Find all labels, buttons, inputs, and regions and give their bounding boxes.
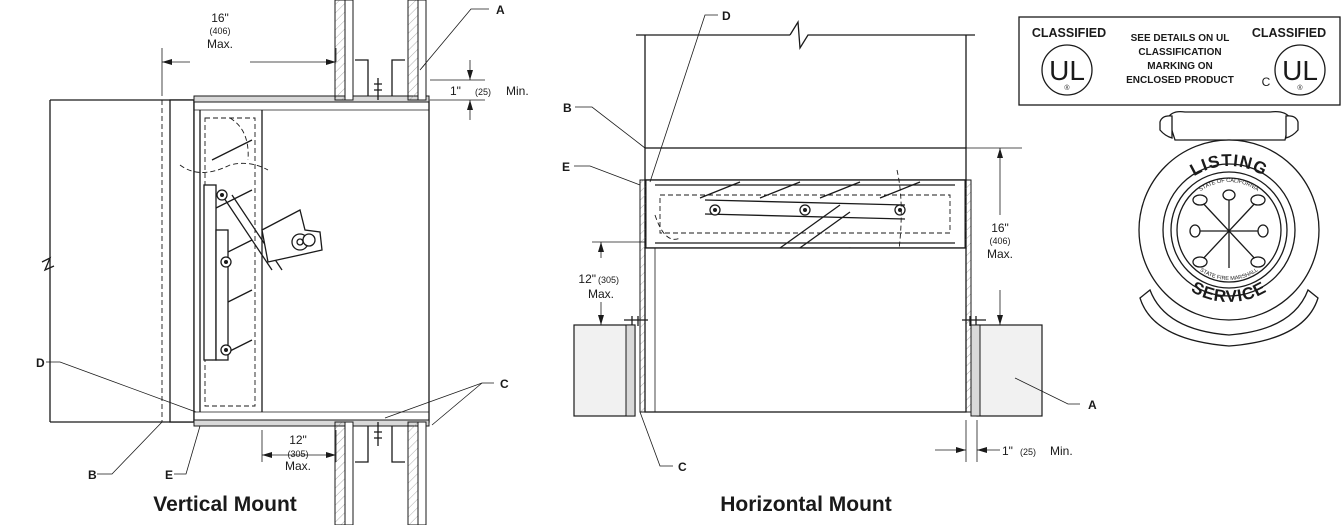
horizontal-dim-right-suffix: Max. xyxy=(987,247,1013,261)
vertical-label-c: C xyxy=(500,377,509,391)
california-state-fire-marshal-seal: LISTING SERVICE STATE OF CALIFORNIA STAT… xyxy=(1138,110,1320,347)
ul-line-2: CLASSIFICATION xyxy=(1138,47,1221,58)
ul-classified-left: CLASSIFIED xyxy=(1032,26,1106,40)
horizontal-label-b: B xyxy=(563,101,572,115)
ul-logo-right: UL ® C xyxy=(1262,44,1326,96)
horizontal-label-a: A xyxy=(1088,398,1097,412)
seal-trumpets-emblem xyxy=(1189,189,1269,268)
ul-line-3: MARKING ON xyxy=(1147,61,1213,72)
vertical-dim-min-suffix: Min. xyxy=(506,84,529,98)
ul-mark-left: UL xyxy=(1049,55,1085,86)
vertical-mount-caption: Vertical Mount xyxy=(153,493,297,516)
vertical-dim-min-mm: (25) xyxy=(475,87,491,97)
vertical-label-d: D xyxy=(36,356,45,370)
ul-logo-left: UL ® xyxy=(1041,44,1093,96)
horizontal-mount-caption: Horizontal Mount xyxy=(720,493,891,516)
horizontal-dim-right-mm: (406) xyxy=(989,236,1010,246)
vertical-dim-bottom-inch: 12" xyxy=(289,433,307,447)
ul-reg-right: ® xyxy=(1297,84,1303,92)
vertical-dim-bottom-suffix: Max. xyxy=(285,459,311,473)
horizontal-dim-right-inch: 16" xyxy=(991,221,1009,235)
ul-line-1: SEE DETAILS ON UL xyxy=(1131,33,1230,44)
vertical-dim-top-mm: (406) xyxy=(209,26,230,36)
horizontal-mount-view: 12" (305) Max. 16" (406) Max. 1" (25) Mi… xyxy=(562,9,1097,516)
ul-classified-right: CLASSIFIED xyxy=(1252,26,1326,40)
horizontal-label-c: C xyxy=(678,460,687,474)
horizontal-label-e: E xyxy=(562,160,570,174)
horizontal-label-d: D xyxy=(722,9,731,23)
horizontal-dim-min-mm: (25) xyxy=(1020,447,1036,457)
vertical-label-a: A xyxy=(496,3,505,17)
vertical-dim-top-inch: 16" xyxy=(211,11,229,25)
ul-mark-right: UL xyxy=(1282,55,1318,86)
ul-line-4: ENCLOSED PRODUCT xyxy=(1126,75,1234,86)
ul-c-mark: C xyxy=(1262,75,1271,89)
horizontal-dim-min-suffix: Min. xyxy=(1050,444,1073,458)
vertical-label-b: B xyxy=(88,468,97,482)
horizontal-dim-left-suffix: Max. xyxy=(588,287,614,301)
ul-classification-box: CLASSIFIED CLASSIFIED SEE DETAILS ON UL … xyxy=(1018,16,1341,106)
horizontal-dim-left-inch: 12" xyxy=(578,272,596,286)
ul-reg-left: ® xyxy=(1064,84,1070,92)
horizontal-dim-left-mm: (305) xyxy=(598,275,619,285)
vertical-mount-view: 16" (406) Max. 1" (25) Min. 12" (305) Ma… xyxy=(36,0,529,525)
horizontal-dim-min-inch: 1" xyxy=(1002,444,1013,458)
vertical-label-e: E xyxy=(165,468,173,482)
vertical-dim-bottom-mm: (305) xyxy=(287,449,308,459)
vertical-dim-top-suffix: Max. xyxy=(207,37,233,51)
vertical-dim-min-inch: 1" xyxy=(450,84,461,98)
